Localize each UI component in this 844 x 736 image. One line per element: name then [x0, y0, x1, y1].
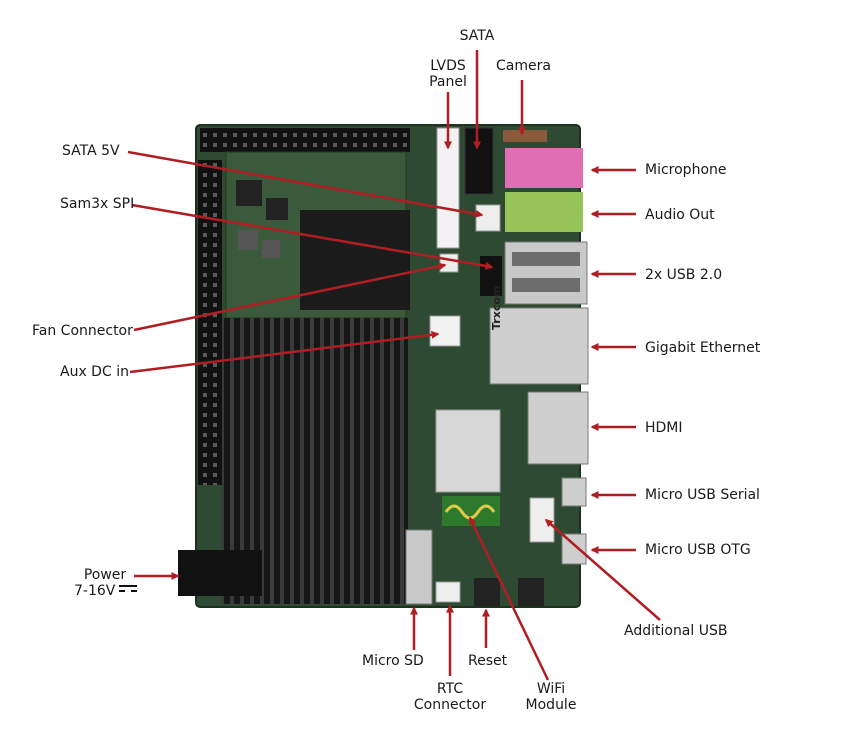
- label-wifi-line1: WiFi: [536, 681, 566, 697]
- aux-dc-connector: [429, 315, 461, 347]
- micro-usb-serial-port: [561, 477, 587, 507]
- label-audio-out: Audio Out: [645, 207, 715, 223]
- arrow-additional-usb: [544, 519, 661, 621]
- microphone-jack: [505, 148, 583, 188]
- label-power-line2: 7-16V: [74, 583, 116, 599]
- callout-arrows: [127, 50, 661, 681]
- camera-connector: [503, 130, 547, 142]
- ethernet-brand: Trxcom: [490, 286, 503, 330]
- power-jack: [178, 550, 262, 596]
- label-rtc-line1: RTC: [436, 681, 464, 697]
- ethernet-port: [489, 307, 589, 385]
- label-power: Power 7-16V: [74, 567, 138, 599]
- label-camera: Camera: [496, 58, 551, 74]
- arrow-sata-5v: [127, 150, 484, 218]
- label-rtc: RTC Connector: [412, 681, 488, 713]
- power-button: [518, 578, 544, 606]
- arrow-sam3x-spi: [131, 203, 494, 270]
- label-micro-usb-serial: Micro USB Serial: [645, 487, 760, 503]
- label-sam3x-spi: Sam3x SPI: [60, 196, 135, 212]
- micro-sd-slot: [405, 529, 433, 605]
- top-pin-header: [200, 128, 410, 152]
- label-micro-sd: Micro SD: [362, 653, 424, 669]
- label-hdmi: HDMI: [645, 420, 683, 436]
- label-usb-2: 2x USB 2.0: [645, 267, 723, 283]
- label-gigabit-ethernet: Gigabit Ethernet: [645, 340, 761, 356]
- label-lvds-line1: LVDS: [430, 58, 466, 74]
- left-pin-header: [198, 160, 222, 485]
- additional-usb-connector: [529, 497, 555, 543]
- usb-ports: [504, 241, 588, 305]
- dc-symbol-icon: [119, 585, 138, 593]
- pcb-board: Trxcom: [178, 124, 589, 608]
- label-aux-dc-in: Aux DC in: [60, 364, 129, 380]
- label-micro-usb-otg: Micro USB OTG: [645, 542, 751, 558]
- label-rtc-line2: Connector: [413, 697, 487, 713]
- label-microphone: Microphone: [645, 162, 727, 178]
- arrow-wifi: [468, 516, 550, 681]
- label-fan-connector: Fan Connector: [32, 323, 133, 339]
- sata-5v-connector: [475, 204, 501, 232]
- sata-connector: [464, 127, 494, 195]
- label-reset: Reset: [468, 653, 508, 669]
- label-sata-5v: SATA 5V: [62, 143, 120, 159]
- arrow-fan: [133, 262, 447, 332]
- label-wifi-line2: Module: [525, 697, 577, 713]
- fan-connector: [439, 253, 459, 273]
- wifi-shield: [435, 409, 501, 493]
- label-wifi: WiFi Module: [520, 681, 582, 713]
- label-power-line1: Power: [83, 567, 127, 583]
- rtc-connector: [435, 581, 461, 603]
- reset-button: [474, 578, 500, 606]
- label-lvds-line2: Panel: [429, 74, 467, 90]
- audio-out-jack: [505, 192, 583, 232]
- hdmi-port: [527, 391, 589, 465]
- arrow-aux-dc: [129, 330, 440, 374]
- label-lvds: LVDS Panel: [420, 58, 476, 90]
- label-additional-usb: Additional USB: [624, 623, 728, 639]
- label-sata: SATA: [459, 28, 495, 44]
- sam3x-chip: [300, 210, 410, 310]
